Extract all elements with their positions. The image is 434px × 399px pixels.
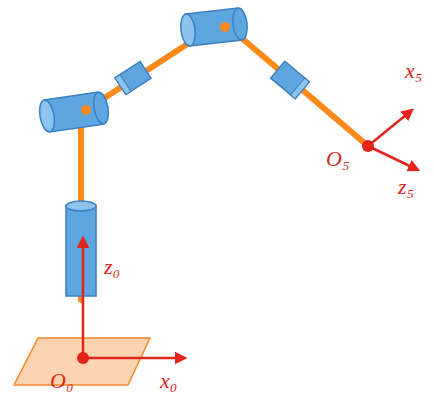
origin-label: O₅ (326, 148, 350, 170)
origin-dot (77, 352, 89, 364)
axis-label: z₀ (104, 256, 120, 278)
axis-label: x₀ (160, 370, 177, 392)
elbow-cylinder (179, 7, 249, 46)
origin-dot (362, 140, 374, 152)
origin-label: O₀ (50, 370, 74, 392)
frame-axes (83, 110, 418, 358)
wrist-joint (115, 61, 151, 94)
wrist-joint (271, 61, 310, 98)
base-cylinder (66, 201, 96, 296)
axis-label: z₅ (398, 176, 414, 198)
axis-label: x₅ (405, 60, 422, 82)
shoulder-cylinder (37, 91, 110, 133)
links (81, 28, 368, 300)
